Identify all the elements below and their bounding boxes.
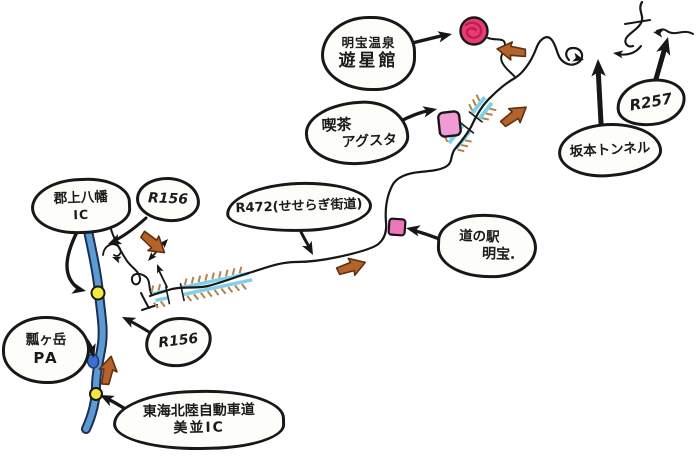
label-agusta: アグスタ <box>341 131 398 151</box>
bubble-fukubegatake-pa: 瓢ヶ岳 PA <box>2 316 90 384</box>
direction-arrow-to-destination <box>496 41 527 61</box>
road-continues-north <box>624 0 651 48</box>
direction-arrow-top-right <box>653 28 694 38</box>
label-pa: PA <box>33 349 59 368</box>
bubble-meiho-onsen-yuseikan: 明宝温泉 遊星館 <box>321 16 416 91</box>
direction-arrow-expressway <box>98 355 118 386</box>
minami-ic-marker <box>89 387 103 401</box>
route-direction-arrows <box>98 41 527 386</box>
route-156-road <box>109 225 158 311</box>
label-yuseikan: 遊星館 <box>338 50 399 71</box>
pointer-arrows <box>65 31 671 412</box>
direction-arrow-fork <box>613 45 642 59</box>
cafe-marker <box>437 110 462 138</box>
label-tokai-hokuriku-expressway: 東海北陸自動車道 <box>142 401 255 420</box>
label-r156-south: R156 <box>157 330 200 352</box>
direction-arrow-midroute <box>335 257 367 277</box>
roadside-station-marker <box>387 217 407 237</box>
direction-arrow-junction <box>139 230 166 254</box>
label-michinoeki: 道の駅 <box>458 227 500 246</box>
label-cafe: 喫茶 <box>321 115 353 135</box>
label-gujo-hachiman: 郡上八幡 <box>53 188 108 207</box>
label-minami-ic: 美並IC <box>173 419 226 437</box>
label-fukubegatake: 瓢ヶ岳 <box>25 332 67 349</box>
destination-marker <box>459 16 489 46</box>
label-meiho-station: 明宝. <box>481 245 516 263</box>
label-sakamoto-tunnel: 坂本トンネル <box>569 139 651 160</box>
direction-arrow-after-bridge <box>499 106 527 128</box>
label-r472-seseragi: R472(せせらぎ街道) <box>235 196 363 217</box>
label-meiho-onsen: 明宝温泉 <box>341 35 396 51</box>
gujo-ic-marker <box>90 285 106 301</box>
label-r156-north: R156 <box>147 190 189 208</box>
label-gujo-ic: IC <box>73 206 90 222</box>
label-r257: R257 <box>628 89 674 115</box>
